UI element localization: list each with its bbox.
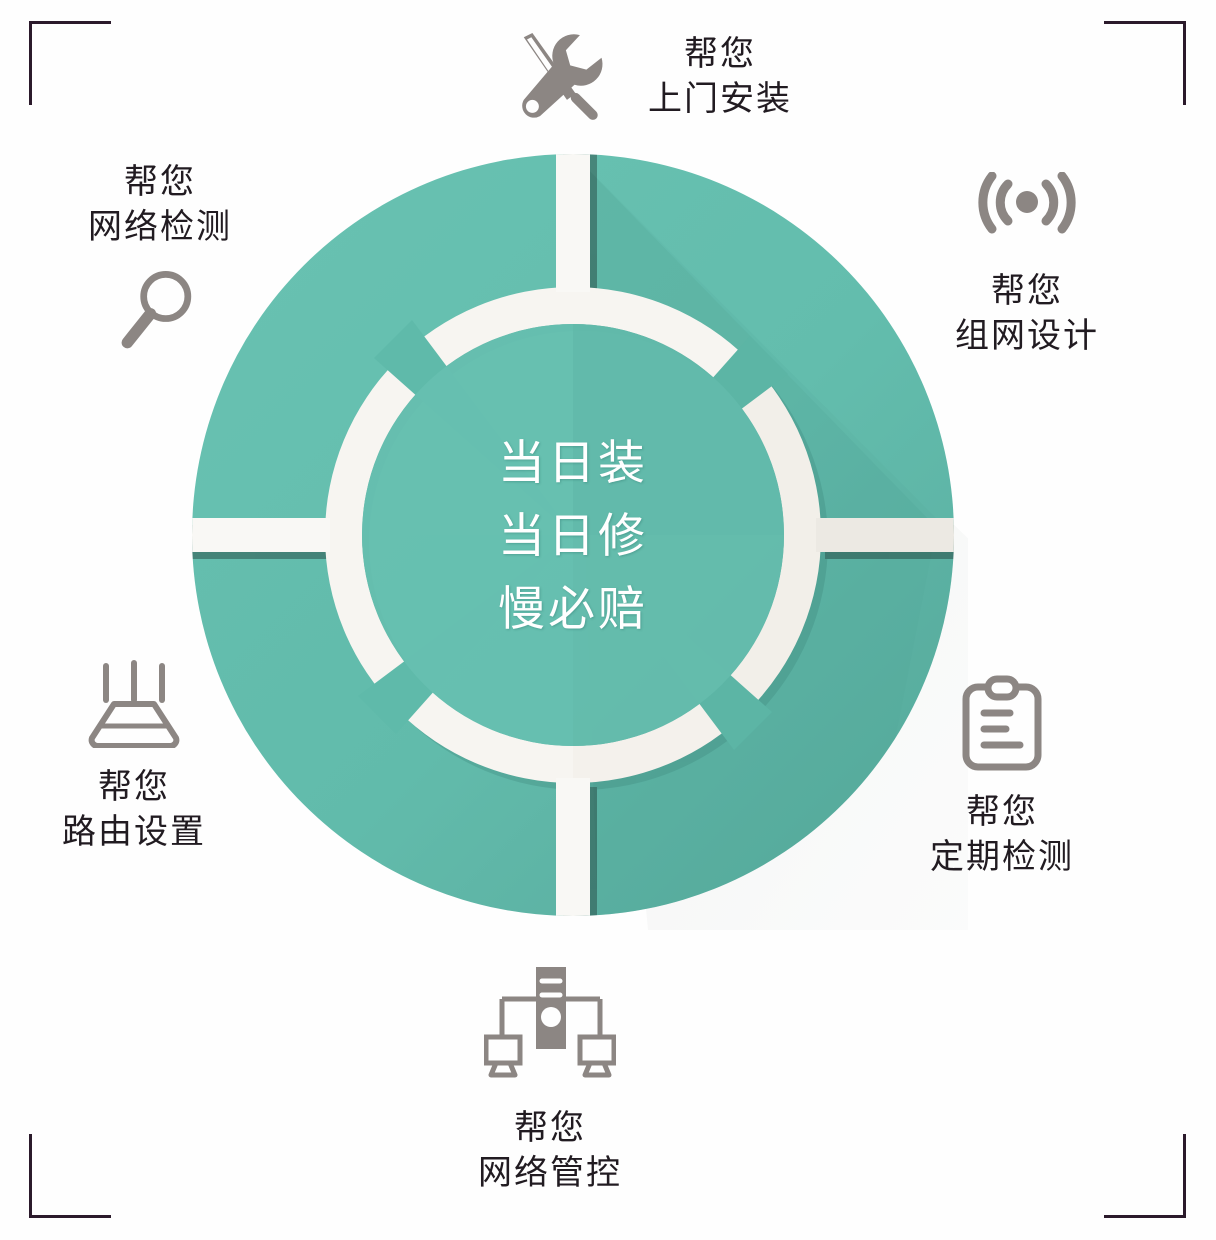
ring-spoke-left	[192, 518, 330, 552]
service-line2-network-test: 网络检测	[88, 207, 232, 246]
service-line1-router-setup: 帮您	[98, 768, 170, 806]
magnifier-icon	[112, 260, 208, 361]
service-caption-router-setup: 帮您 路由设置	[62, 765, 206, 855]
service-item-periodic-check[interactable]: 帮您 定期检测	[930, 675, 1074, 880]
service-wheel-graphic	[192, 154, 968, 930]
service-caption-periodic-check: 帮您 定期检测	[930, 790, 1074, 880]
corner-bracket-top-right	[1104, 21, 1186, 105]
corner-bracket-top-left	[29, 21, 111, 105]
wifi-signal-icon	[975, 171, 1079, 255]
service-line2-periodic-check: 定期检测	[930, 837, 1074, 876]
corner-bracket-bottom-left	[29, 1134, 111, 1218]
service-item-install[interactable]: 帮您 上门安装	[500, 20, 792, 133]
ring-arc-bottom-left	[397, 684, 573, 783]
service-caption-network-test: 帮您 网络检测	[88, 160, 232, 250]
clipboard-icon	[958, 675, 1046, 778]
service-caption-install: 帮您 上门安装	[648, 32, 792, 122]
ring-arc-top-right	[573, 287, 749, 386]
service-line2-router-setup: 路由设置	[62, 812, 206, 851]
bracket-line-vertical	[29, 1134, 32, 1218]
ring-spoke-bottom	[556, 778, 590, 916]
bracket-line-vertical	[29, 21, 32, 105]
service-item-network-test[interactable]: 帮您 网络检测	[88, 160, 232, 361]
wrench-screwdriver-icon	[500, 20, 608, 133]
bracket-line-vertical	[1183, 1134, 1186, 1218]
ring-spoke-top	[556, 154, 590, 292]
service-item-network-control[interactable]: 帮您 网络管控	[478, 965, 622, 1196]
router-icon	[84, 660, 184, 753]
ring-spoke-right	[816, 518, 954, 552]
service-line1-network-design: 帮您	[991, 272, 1063, 310]
service-line1-network-test: 帮您	[124, 163, 196, 201]
server-network-icon	[483, 965, 617, 1090]
ring-arc-right-bottom	[722, 535, 821, 711]
service-line1-network-control: 帮您	[514, 1109, 586, 1147]
service-caption-network-design: 帮您 组网设计	[955, 269, 1099, 359]
wheel-inner-disc	[362, 324, 784, 746]
bracket-line-horizontal	[29, 21, 111, 24]
service-line2-network-control: 网络管控	[478, 1153, 622, 1192]
service-caption-network-control: 帮您 网络管控	[478, 1106, 622, 1196]
inner-disc-shading	[573, 324, 784, 746]
service-line1-install: 帮您	[684, 34, 756, 73]
bracket-line-vertical	[1183, 21, 1186, 105]
service-wheel: 当日装 当日修 慢必赔	[178, 140, 968, 930]
bracket-line-horizontal	[29, 1215, 111, 1218]
service-line1-periodic-check: 帮您	[966, 793, 1038, 831]
ring-arc-left-top	[325, 359, 424, 535]
service-line2-network-design: 组网设计	[955, 316, 1099, 355]
service-item-network-design[interactable]: 帮您 组网设计	[955, 171, 1099, 359]
bracket-line-horizontal	[1104, 1215, 1186, 1218]
corner-bracket-bottom-right	[1104, 1134, 1186, 1218]
bracket-line-horizontal	[1104, 21, 1186, 24]
service-line2-install: 上门安装	[648, 79, 792, 118]
service-item-router-setup[interactable]: 帮您 路由设置	[62, 660, 206, 855]
